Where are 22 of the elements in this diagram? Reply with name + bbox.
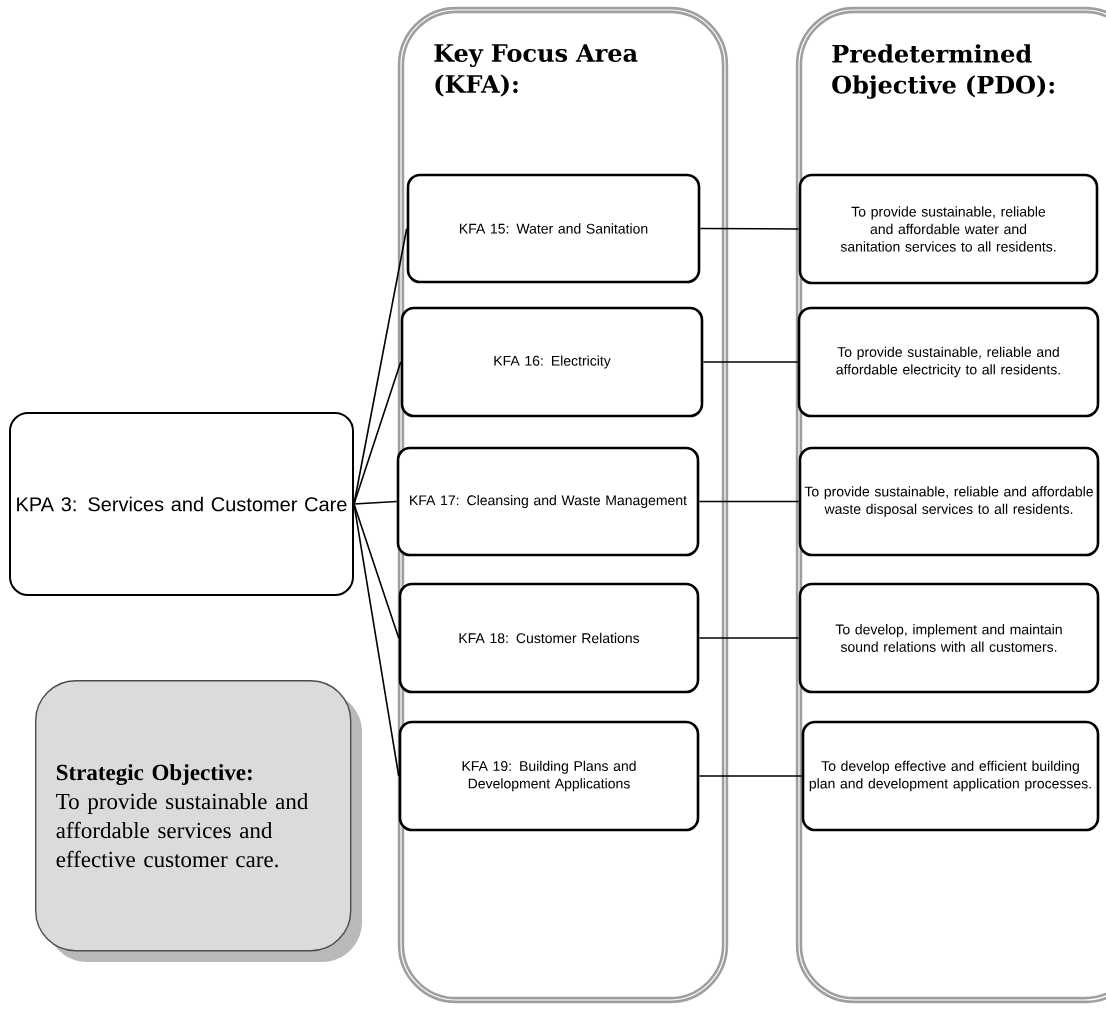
connector-line	[353, 503, 400, 777]
connector-line	[698, 500, 800, 503]
process-box: KFA 17: Cleansing and Waste Management	[396, 446, 700, 557]
connector-line	[353, 500, 398, 505]
process-box: KFA 18: Customer Relations	[398, 582, 700, 694]
connector-line	[702, 361, 799, 363]
process-box: To develop effective and efficient building plan and development application processes.	[801, 720, 1100, 832]
process-box: To develop, implement and maintain sound relations with all customers.	[798, 582, 1100, 694]
process-box: KFA 19: Building Plans and Development Applications	[398, 720, 700, 832]
process-box: KPA 3: Services and Customer Care	[9, 412, 354, 596]
connector-line	[699, 227, 800, 230]
process-box: To provide sustainable, reliable and affordable water and sanitation services to all residents.	[798, 173, 1099, 285]
process-box: KFA 15: Water and Sanitation	[406, 173, 701, 284]
connector-line	[353, 503, 400, 639]
process-box: To provide sustainable, reliable and affordable waste disposal services to all residents.	[798, 446, 1100, 557]
connector-line	[698, 637, 800, 639]
process-box: To provide sustainable, reliable and affordable electricity to all residents.	[797, 306, 1100, 418]
process-box: KFA 16: Electricity	[400, 306, 704, 418]
connector-line	[353, 227, 408, 505]
objective-box: Strategic Objective: To provide sustainable and affordable services and effective customer care.	[35, 680, 362, 962]
connector-line	[353, 361, 402, 505]
connector-line	[698, 775, 803, 777]
